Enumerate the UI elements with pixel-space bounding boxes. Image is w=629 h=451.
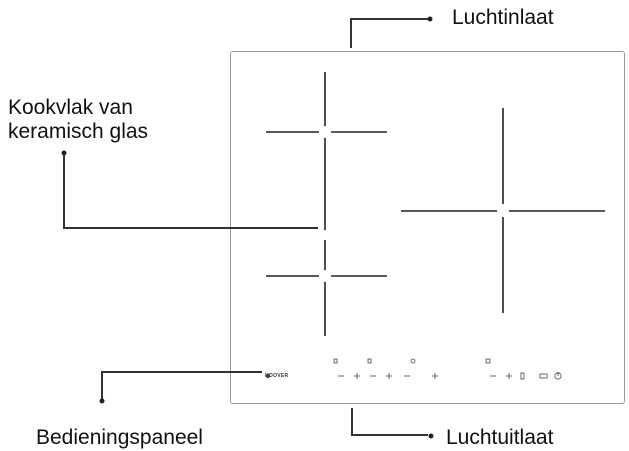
air-outlet-dot <box>428 433 434 439</box>
air-outlet-label: Luchtuitlaat <box>446 426 554 449</box>
air-inlet-leader <box>350 18 428 48</box>
ceramic-glass-leader <box>63 154 318 229</box>
ceramic-glass-label-line2: keramisch glas <box>8 120 149 143</box>
cooking-zone-right <box>401 108 605 313</box>
control-panel-controls <box>265 358 562 380</box>
air-inlet-dot <box>427 16 433 22</box>
air-outlet-leader <box>351 408 428 436</box>
brand-logo: HOOVER <box>265 373 289 379</box>
control-panel-dot <box>99 398 105 404</box>
cooking-zone-bottom-left <box>266 240 387 336</box>
control-panel-label: Bedieningspaneel <box>36 426 203 449</box>
control-panel-leader <box>101 371 262 400</box>
air-inlet-label: Luchtinlaat <box>452 6 554 29</box>
ceramic-glass-label-line1: Kookvlak van <box>8 96 133 119</box>
ceramic-glass-label: Kookvlak van keramisch glas <box>8 96 148 144</box>
cooking-zone-top-left <box>266 72 387 230</box>
ceramic-glass-dot <box>61 150 67 156</box>
